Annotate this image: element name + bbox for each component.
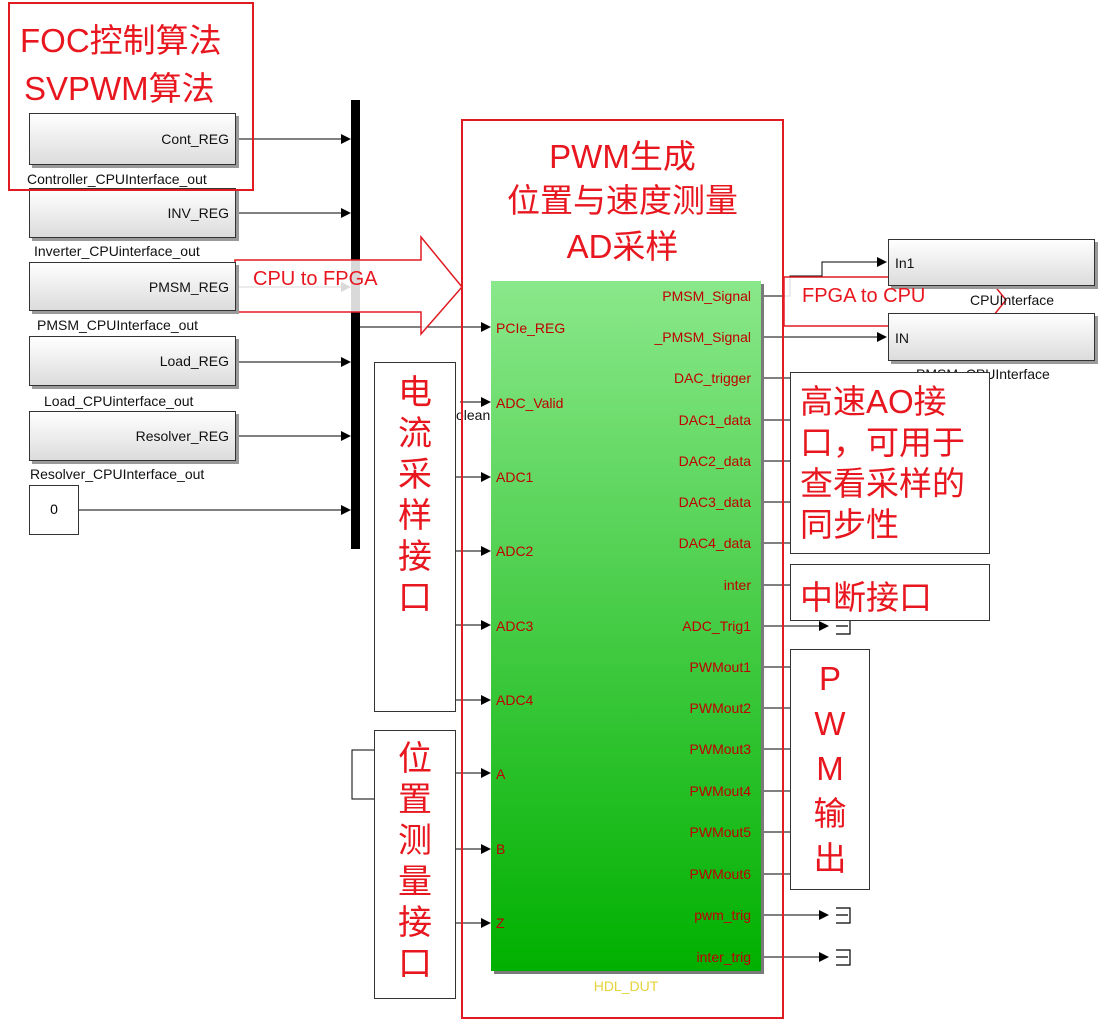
dut-input-port: ADC4 xyxy=(496,692,534,708)
dut-output-port: DAC1_data xyxy=(678,412,751,428)
fpga-to-cpu-label: FPGA to CPU xyxy=(802,285,926,307)
pwm-output-text: PWM输出 xyxy=(813,660,847,877)
block-caption: Controller_CPUInterface_out xyxy=(27,171,207,187)
dut-output-port: PWMout2 xyxy=(689,700,751,716)
dut-output-port: PWMout1 xyxy=(689,659,751,675)
pwm-output-annotation: PWM输出 xyxy=(790,649,870,890)
pmsm-cpuinterface-block[interactable]: PMSM_REG xyxy=(29,262,236,311)
dut-output-port: DAC2_data xyxy=(678,453,751,469)
interrupt-annotation-text: 中断接口 xyxy=(800,579,932,616)
main-annotation-frame xyxy=(461,119,784,1019)
cpu-to-fpga-label: CPU to FPGA xyxy=(253,268,378,290)
dut-output-port: _PMSM_Signal xyxy=(654,329,752,345)
ao-annotation-line4: 同步性 xyxy=(800,506,899,543)
block-caption: PMSM_CPUInterface_out xyxy=(37,317,199,333)
dut-output-port: PWMout5 xyxy=(689,824,751,840)
port-label: IN xyxy=(895,330,909,346)
ao-annotation-line2: 口，可用于 xyxy=(800,424,965,461)
dut-output-port: PMSM_Signal xyxy=(662,288,751,304)
terminator-icon[interactable] xyxy=(836,618,851,635)
dut-output-port: PWMout3 xyxy=(689,741,751,757)
block-caption: Load_CPUinterface_out xyxy=(44,393,194,409)
dut-input-port: PCIe_REG xyxy=(496,320,566,336)
dut-output-port: DAC_trigger xyxy=(673,370,751,386)
position-measure-text: 位置测量接口 xyxy=(398,740,432,983)
controller-cpuinterface-block[interactable]: Cont_REG xyxy=(29,113,236,165)
ao-interface-annotation: 高速AO接 口，可用于 查看采样的 同步性 xyxy=(790,372,990,554)
constant-value: 0 xyxy=(50,501,58,517)
load-cpuinterface-block[interactable]: Load_REG xyxy=(29,336,236,386)
hdl-dut-block[interactable]: PCIe_REG ADC_Valid ADC1 ADC2 ADC3 ADC4 A… xyxy=(491,281,761,971)
current-sampling-text: 电流采样接口 xyxy=(398,374,432,617)
block-caption: Inverter_CPUinterface_out xyxy=(34,243,200,259)
port-label: PMSM_REG xyxy=(148,278,229,295)
partial-label-boolean: olean xyxy=(456,407,491,423)
cpu-to-fpga-arrow-shape xyxy=(234,234,463,337)
dut-input-port: Z xyxy=(496,915,505,931)
block-caption: CPUInterface xyxy=(970,292,1055,308)
resolver-cpuinterface-block[interactable]: Resolver_REG xyxy=(29,411,236,461)
port-label: Resolver_REG xyxy=(135,428,229,444)
foc-annotation-line1: FOC控制算法 xyxy=(20,22,222,59)
position-measure-annotation: 位置测量接口 xyxy=(374,730,456,999)
foc-annotation-line2: SVPWM算法 xyxy=(24,70,215,107)
dut-output-port: inter xyxy=(723,577,751,593)
ao-annotation-line3: 查看采样的 xyxy=(800,465,965,502)
main-annotation-line2: 位置与速度测量 xyxy=(507,182,738,219)
dut-output-port: inter_trig xyxy=(696,949,751,965)
dut-output-port: ADC_Trig1 xyxy=(682,618,751,634)
dut-input-port: ADC2 xyxy=(496,543,534,559)
constant-block[interactable]: 0 xyxy=(29,485,79,535)
current-sampling-annotation: 电流采样接口 xyxy=(374,362,456,712)
terminator-icon[interactable] xyxy=(836,907,851,924)
ao-annotation-line1: 高速AO接 xyxy=(800,383,947,420)
main-annotation-line3: AD采样 xyxy=(566,228,679,265)
dut-input-port: A xyxy=(496,766,506,782)
port-label: INV_REG xyxy=(167,205,229,221)
dut-output-port: pwm_trig xyxy=(694,907,751,923)
port-label: In1 xyxy=(895,255,915,271)
dut-name-label: HDL_DUT xyxy=(593,978,659,994)
mux-bus[interactable] xyxy=(351,100,360,549)
dut-input-port: ADC_Valid xyxy=(496,395,564,411)
foc-annotation-frame xyxy=(8,2,254,191)
dut-input-port: ADC3 xyxy=(496,618,534,634)
dut-input-port: ADC1 xyxy=(496,469,534,485)
hidden-block-edge xyxy=(351,749,375,800)
main-annotation-line1: PWM生成 xyxy=(549,138,696,175)
pmsm-cpuinterface-in-block[interactable]: IN xyxy=(888,313,1095,361)
dut-input-port: B xyxy=(496,841,506,857)
terminator-icon[interactable] xyxy=(836,949,851,966)
dut-output-port: PWMout6 xyxy=(689,866,751,882)
inverter-cpuinterface-block[interactable]: INV_REG xyxy=(29,188,236,238)
port-label: Load_REG xyxy=(159,353,229,369)
dut-output-port: DAC3_data xyxy=(678,494,751,510)
dut-output-port: PWMout4 xyxy=(689,783,751,799)
cpuinterface-in1-block[interactable]: In1 xyxy=(888,239,1095,286)
port-label: Cont_REG xyxy=(161,131,229,147)
block-caption: Resolver_CPUInterface_out xyxy=(30,466,205,482)
interrupt-annotation: 中断接口 xyxy=(790,564,990,621)
dut-output-port: DAC4_data xyxy=(678,535,751,551)
